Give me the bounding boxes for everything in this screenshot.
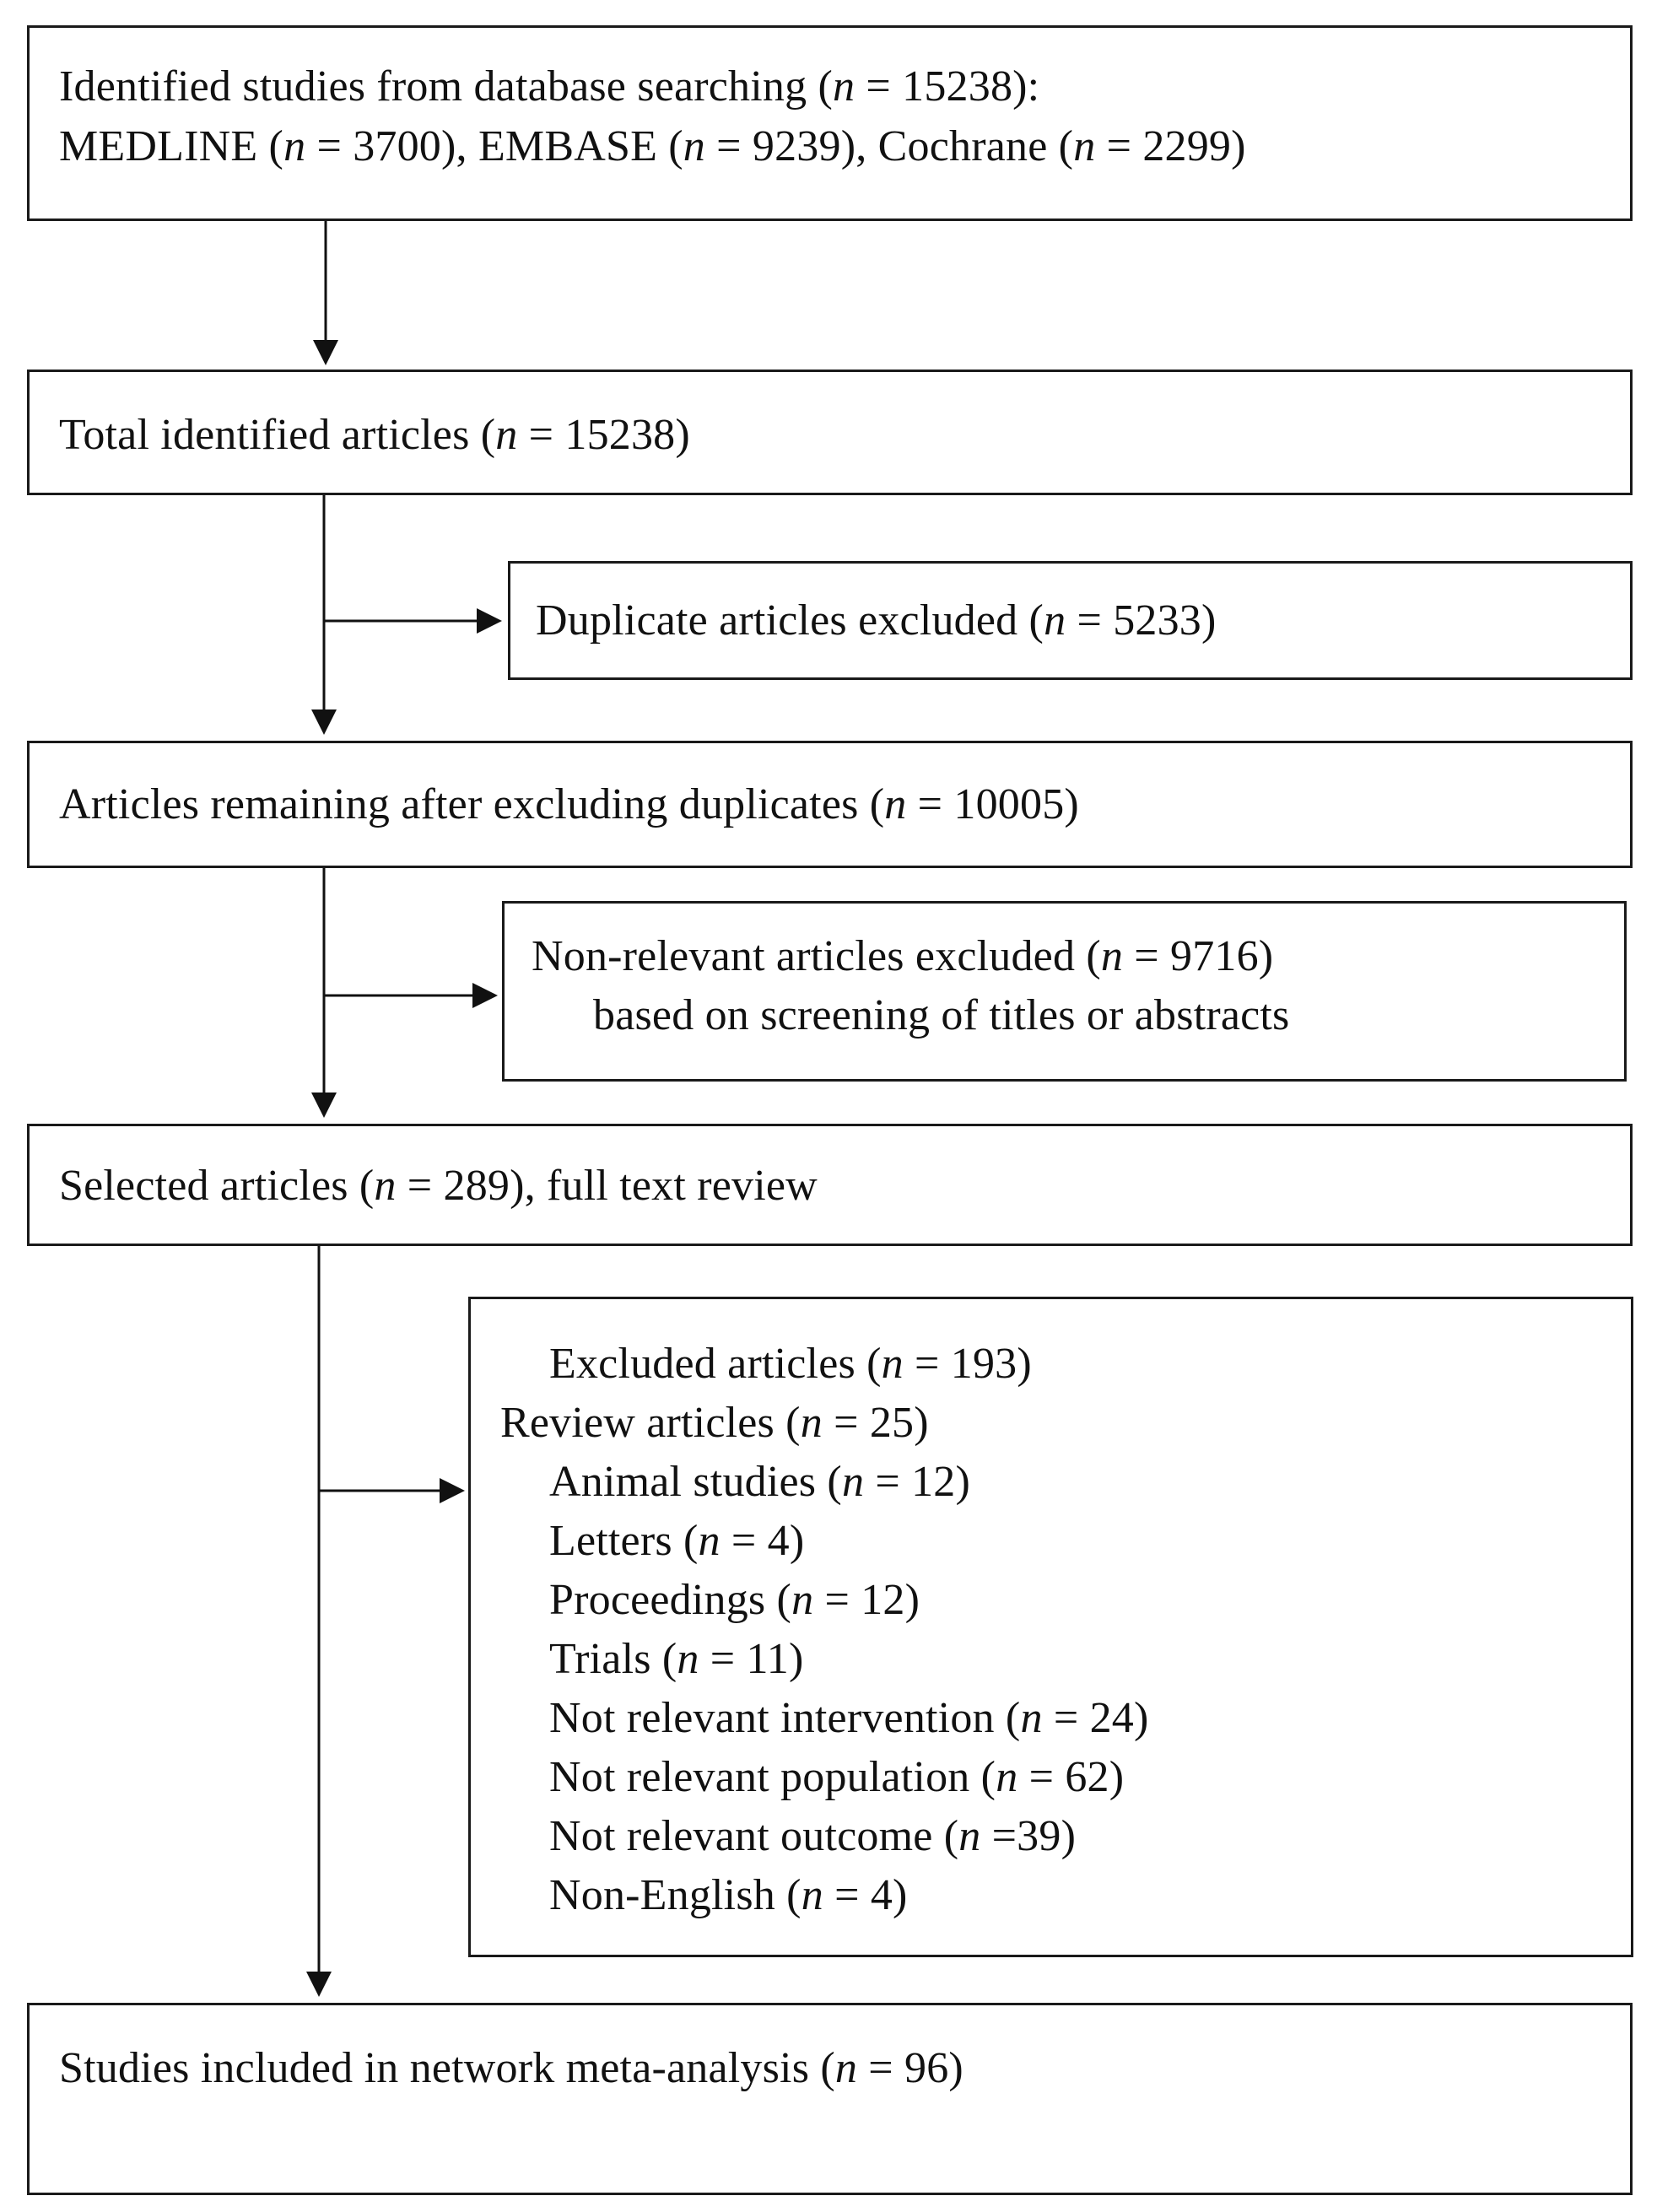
text-part: = 24) bbox=[1042, 1694, 1149, 1742]
excluded-articles-box: Excluded articles (n = 193) Review artic… bbox=[468, 1297, 1633, 1957]
text-part: Letters ( bbox=[549, 1517, 699, 1565]
excluded-item: Review articles (n = 25) bbox=[500, 1394, 929, 1453]
text-part: = 96) bbox=[857, 2044, 963, 2092]
text-part: = 289), full text review bbox=[396, 1162, 818, 1210]
text-part: = 2299) bbox=[1095, 122, 1246, 170]
text-part: = 62) bbox=[1017, 1753, 1125, 1801]
n-symbol: n bbox=[841, 1458, 865, 1506]
text-part: =39) bbox=[980, 1812, 1077, 1860]
duplicates-excluded-box: Duplicate articles excluded (n = 5233) bbox=[508, 561, 1633, 680]
text-part: = 25) bbox=[822, 1399, 929, 1447]
excluded-item: Animal studies (n = 12) bbox=[549, 1453, 970, 1512]
text-part: Non-English ( bbox=[549, 1871, 802, 1919]
text-part: = 4) bbox=[823, 1871, 908, 1919]
text-part: = 4) bbox=[720, 1517, 805, 1565]
remaining-articles-box: Articles remaining after excluding dupli… bbox=[27, 741, 1633, 868]
n-symbol: n bbox=[1020, 1694, 1043, 1742]
n-symbol: n bbox=[833, 62, 855, 111]
text-part: Non-relevant articles excluded ( bbox=[532, 932, 1101, 980]
n-symbol: n bbox=[801, 1871, 823, 1919]
text-part: Animal studies ( bbox=[549, 1458, 842, 1506]
text-part: = 15238) bbox=[517, 411, 690, 459]
identified-studies-line2: MEDLINE (n = 3700), EMBASE (n = 9239), C… bbox=[59, 117, 1246, 176]
n-symbol: n bbox=[283, 122, 306, 170]
text-part: = 12) bbox=[864, 1458, 970, 1506]
n-symbol: n bbox=[958, 1812, 981, 1860]
n-symbol: n bbox=[683, 122, 705, 170]
selected-articles-box: Selected articles (n = 289), full text r… bbox=[27, 1124, 1633, 1246]
n-symbol: n bbox=[800, 1399, 823, 1447]
text-part: EMBASE ( bbox=[478, 122, 683, 170]
text-part: Trials ( bbox=[549, 1635, 677, 1683]
remaining-articles-text: Articles remaining after excluding dupli… bbox=[59, 775, 1079, 834]
excluded-item: Proceedings (n = 12) bbox=[549, 1571, 920, 1630]
n-symbol: n bbox=[1100, 932, 1124, 980]
text-part: = 3700), bbox=[305, 122, 478, 170]
excluded-item: Excluded articles (n = 193) bbox=[549, 1335, 1032, 1394]
n-symbol: n bbox=[996, 1753, 1018, 1801]
text-part: = 15238): bbox=[855, 62, 1040, 111]
studies-included-text: Studies included in network meta-analysi… bbox=[59, 2039, 963, 2098]
nonrelevant-excluded-line1: Non-relevant articles excluded (n = 9716… bbox=[532, 927, 1273, 986]
text-part: Articles remaining after excluding dupli… bbox=[59, 780, 885, 828]
text-part: Selected articles ( bbox=[59, 1162, 375, 1210]
n-symbol: n bbox=[884, 780, 907, 828]
duplicates-excluded-text: Duplicate articles excluded (n = 5233) bbox=[536, 591, 1217, 650]
text-part: Not relevant outcome ( bbox=[549, 1812, 959, 1860]
text-part: Duplicate articles excluded ( bbox=[536, 596, 1044, 645]
text-part: Identified studies from database searchi… bbox=[59, 62, 834, 111]
excluded-item: Non-English (n = 4) bbox=[549, 1866, 908, 1925]
n-symbol: n bbox=[881, 1340, 904, 1388]
n-symbol: n bbox=[677, 1635, 699, 1683]
excluded-item: Letters (n = 4) bbox=[549, 1512, 804, 1571]
text-part: = 10005) bbox=[906, 780, 1079, 828]
text-part: = 11) bbox=[699, 1635, 804, 1683]
excluded-item: Trials (n = 11) bbox=[549, 1630, 804, 1689]
excluded-item: Not relevant intervention (n = 24) bbox=[549, 1689, 1148, 1748]
n-symbol: n bbox=[1073, 122, 1096, 170]
identified-studies-box: Identified studies from database searchi… bbox=[27, 25, 1633, 221]
text-part: Cochrane ( bbox=[877, 122, 1074, 170]
nonrelevant-excluded-box: Non-relevant articles excluded (n = 9716… bbox=[502, 901, 1627, 1082]
n-symbol: n bbox=[834, 2044, 858, 2092]
total-identified-text: Total identified articles (n = 15238) bbox=[59, 406, 690, 465]
text-part: Not relevant intervention ( bbox=[549, 1694, 1021, 1742]
text-part: = 5233) bbox=[1066, 596, 1217, 645]
nonrelevant-excluded-line2: based on screening of titles or abstract… bbox=[593, 991, 1290, 1039]
n-symbol: n bbox=[791, 1576, 814, 1624]
text-part: Excluded articles ( bbox=[549, 1340, 882, 1388]
n-symbol: n bbox=[495, 411, 518, 459]
total-identified-box: Total identified articles (n = 15238) bbox=[27, 370, 1633, 495]
text-part: = 12) bbox=[813, 1576, 920, 1624]
text-part: Proceedings ( bbox=[549, 1576, 792, 1624]
text-part: Not relevant population ( bbox=[549, 1753, 996, 1801]
n-symbol: n bbox=[374, 1162, 397, 1210]
text-part: = 193) bbox=[903, 1340, 1032, 1388]
identified-studies-line1: Identified studies from database searchi… bbox=[59, 57, 1039, 116]
text-part: = 9716) bbox=[1123, 932, 1274, 980]
text-part: MEDLINE ( bbox=[59, 122, 284, 170]
text-part: Review articles ( bbox=[500, 1399, 801, 1447]
excluded-item: Not relevant population (n = 62) bbox=[549, 1748, 1124, 1807]
n-symbol: n bbox=[1044, 596, 1066, 645]
text-part: Total identified articles ( bbox=[59, 411, 496, 459]
text-part: Studies included in network meta-analysi… bbox=[59, 2044, 835, 2092]
excluded-item: Not relevant outcome (n =39) bbox=[549, 1807, 1076, 1866]
studies-included-box: Studies included in network meta-analysi… bbox=[27, 2003, 1633, 2195]
selected-articles-text: Selected articles (n = 289), full text r… bbox=[59, 1157, 818, 1216]
n-symbol: n bbox=[698, 1517, 721, 1565]
text-part: = 9239), bbox=[704, 122, 878, 170]
